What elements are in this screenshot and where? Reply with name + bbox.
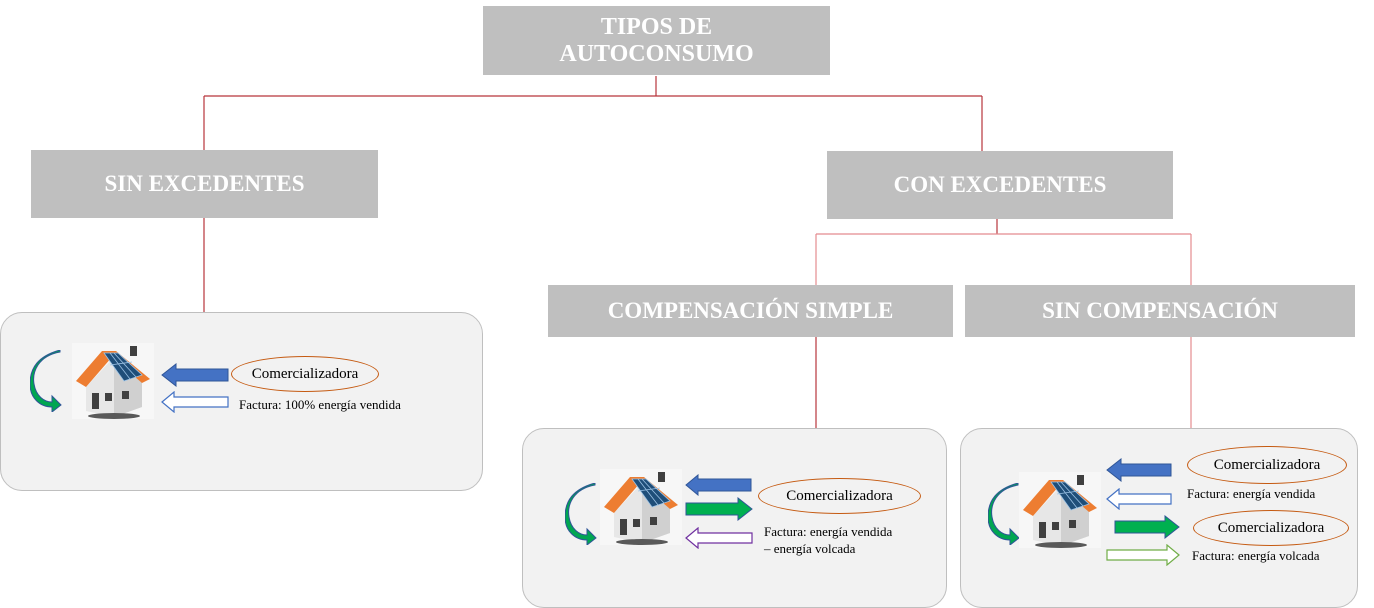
self-consumption-cycle-icon: [30, 350, 62, 412]
sin-excedentes-label: SIN EXCEDENTES: [104, 171, 305, 196]
arrow-invoice-icon: [1106, 488, 1172, 510]
arrow-invoice-fed-icon: [1106, 544, 1180, 566]
comercializadora-oval: Comercializadora: [231, 356, 379, 392]
comercializadora-label: Comercializadora: [786, 487, 893, 504]
invoice-note-sold: Factura: energía vendida: [1187, 486, 1316, 501]
self-consumption-cycle-icon: [988, 483, 1020, 545]
comercializadora-label-2: Comercializadora: [1217, 519, 1325, 536]
root-title-line1: TIPOS DE: [600, 13, 713, 40]
self-consumption-cycle-icon: [565, 483, 597, 545]
arrow-energy-fed-icon: [1114, 515, 1180, 539]
arrow-energy-sold-icon: [1106, 458, 1172, 482]
solar-house-icon: [72, 343, 154, 419]
sin-compensacion-box: SIN COMPENSACIÓN: [965, 285, 1355, 337]
invoice-note: Factura: 100% energía vendida: [239, 397, 401, 412]
compensacion-simple-box: COMPENSACIÓN SIMPLE: [548, 285, 953, 337]
arrow-energy-fed-icon: [685, 497, 753, 521]
arrow-invoice-icon: [685, 527, 753, 549]
con-excedentes-label: CON EXCEDENTES: [893, 172, 1107, 197]
comercializadora-oval-2: Comercializadora: [1193, 510, 1349, 546]
comercializadora-label: Comercializadora: [251, 365, 359, 382]
comercializadora-label-1: Comercializadora: [1213, 456, 1321, 473]
invoice-note-line1: Factura: energía vendida: [764, 524, 893, 539]
invoice-note-fed: Factura: energía volcada: [1192, 548, 1320, 563]
comercializadora-oval: Comercializadora: [758, 478, 921, 514]
solar-house-icon: [600, 469, 682, 545]
arrow-energy-sold-icon: [685, 474, 752, 496]
arrow-invoice-icon: [161, 391, 229, 413]
arrow-energy-sold-icon: [161, 363, 229, 387]
root-title-box: TIPOS DE AUTOCONSUMO: [483, 6, 830, 75]
invoice-note-line2: – energía volcada: [764, 541, 856, 556]
sin-excedentes-box: SIN EXCEDENTES: [31, 150, 378, 218]
root-title-line2: AUTOCONSUMO: [559, 40, 754, 67]
comercializadora-oval-1: Comercializadora: [1187, 446, 1347, 484]
con-excedentes-box: CON EXCEDENTES: [827, 151, 1173, 219]
solar-house-icon: [1019, 472, 1101, 548]
sin-compensacion-label: SIN COMPENSACIÓN: [1042, 298, 1278, 323]
compensacion-simple-label: COMPENSACIÓN SIMPLE: [607, 298, 894, 323]
